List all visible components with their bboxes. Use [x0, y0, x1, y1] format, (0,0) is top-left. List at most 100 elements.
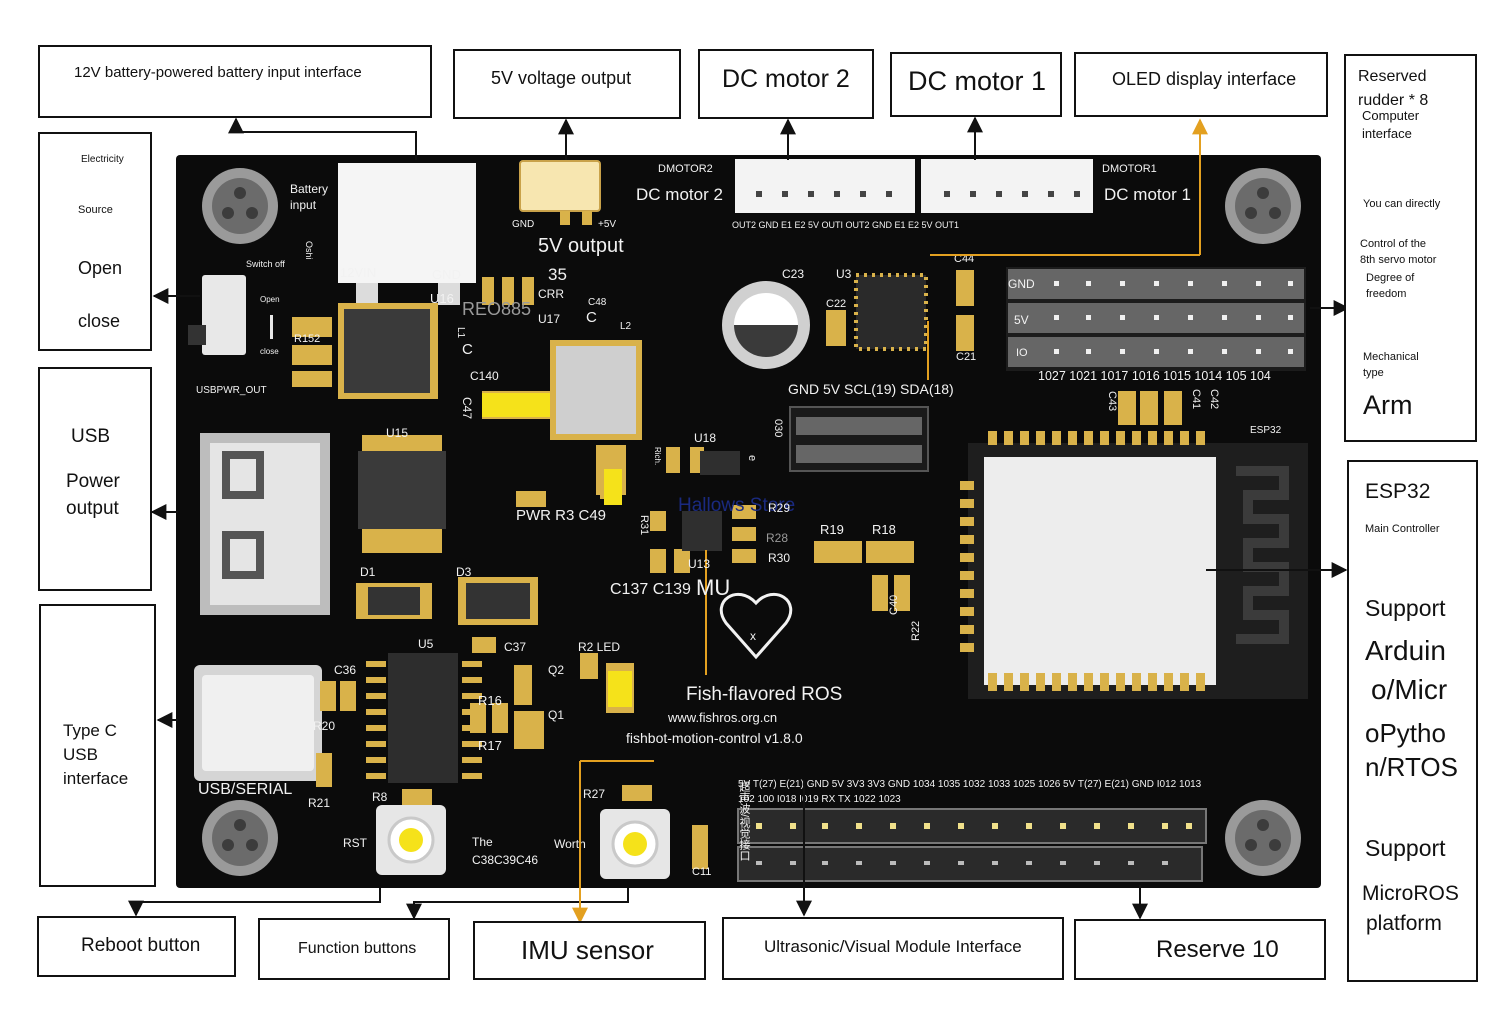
silk-35: 35: [548, 265, 567, 284]
silk-servo-io: IO: [1016, 347, 1028, 359]
silk-r29: R29: [768, 501, 791, 515]
battery-connector: [338, 163, 476, 283]
silk-dmotor1: DMOTOR1: [1102, 163, 1157, 175]
silk-url: www.fishros.org.cn: [668, 710, 778, 725]
silk-mu: MU: [696, 575, 731, 600]
callout-function-text: Function buttons: [298, 940, 417, 957]
silk-r18: R18: [872, 522, 896, 537]
callout-typec-line1: Type C: [63, 721, 117, 740]
silk-u18: U18: [694, 431, 717, 445]
board-artwork: x: [188, 159, 1308, 882]
silk-r152: R152: [294, 333, 321, 345]
callout-esp32-line1: ESP32: [1365, 480, 1431, 503]
callout-reboot: Reboot button: [37, 916, 236, 977]
silk-u17: U17: [538, 312, 561, 326]
callout-power-switch-line3: Open: [78, 258, 123, 278]
callout-dc-motor-1: DC motor 1: [890, 52, 1062, 117]
callout-servo-line9: freedom: [1366, 288, 1407, 300]
silk-watermark: Hallows Store: [678, 495, 796, 516]
callout-reserve10-text: Reserve 10: [1156, 936, 1279, 963]
silk-r21: R21: [308, 796, 331, 810]
callout-esp32-line9: MicroROS: [1362, 882, 1459, 905]
silk-servo-5v: 5V: [1014, 313, 1029, 327]
callout-oled-text: OLED display interface: [1112, 69, 1297, 89]
silk-gnd-small: GND: [512, 219, 535, 230]
esp32-module: [968, 443, 1308, 699]
callout-esp32: ESP32 Main Controller Support Arduin o/M…: [1347, 460, 1478, 982]
silk-d1: D1: [360, 565, 376, 579]
callout-esp32-line10: platform: [1366, 912, 1442, 935]
reset-button-body: [376, 805, 446, 875]
silk-dmotor2: DMOTOR2: [658, 163, 713, 175]
silk-c137-c139: C137 C139: [610, 581, 691, 598]
callout-power-switch-line2: Source: [78, 204, 113, 216]
function-button-body: [600, 809, 670, 879]
silk-battery-input: Battery input: [290, 182, 329, 212]
silk-vertical-cn: 超声波/视觉接口: [738, 781, 750, 862]
silk-c23: C23: [782, 267, 805, 281]
callout-power-switch: Electricity Source Open close: [38, 132, 152, 351]
silk-rst: RST: [343, 836, 367, 850]
arrow-reboot: [128, 888, 381, 917]
silk-c-a: C: [586, 309, 597, 326]
silk-r30: R30: [768, 551, 791, 565]
callout-usb-power: USB Power output: [38, 367, 152, 591]
callout-function: Function buttons: [258, 918, 450, 980]
arrow-battery: [228, 117, 417, 160]
callout-imu-text: IMU sensor: [521, 935, 654, 965]
silk-header-line1: 5V T(27) E(21) GND 5V 3V3 3V3 GND 1034 1…: [738, 779, 1202, 790]
callout-esp32-line5: o/Micr: [1371, 674, 1448, 705]
callout-servo-line2: rudder * 8: [1358, 92, 1429, 109]
callout-dc-motor-1-text: DC motor 1: [908, 66, 1047, 96]
silk-r19: R19: [820, 522, 844, 537]
silk-c21: C21: [956, 351, 977, 363]
silk-the: The: [472, 835, 493, 849]
callout-servo-line3: Computer: [1362, 108, 1420, 123]
silk-c36: C36: [334, 663, 357, 677]
callout-typec-line2: USB: [63, 745, 98, 764]
callout-esp32-line4: Arduin: [1365, 635, 1446, 666]
silk-usb-serial: USB/SERIAL: [198, 781, 293, 798]
dc-motor-2-connector: [735, 159, 915, 213]
callout-usb-power-line1: USB: [71, 426, 111, 447]
callout-battery-input: 12V battery-powered battery input interf…: [38, 45, 432, 118]
callout-servo-line1: Reserved: [1358, 68, 1427, 85]
callout-esp32-line6: oPytho: [1365, 718, 1446, 748]
silk-version: fishbot-motion-control v1.8.0: [626, 730, 803, 746]
arrow-function: [406, 888, 629, 920]
silk-r8: R8: [372, 790, 388, 804]
svg-text:x: x: [750, 629, 756, 643]
callout-ultrasonic-text: Ultrasonic/Visual Module Interface: [764, 937, 1022, 956]
callout-reserve10: Reserve 10: [1074, 919, 1326, 980]
silk-dc-motor-2: DC motor 2: [636, 185, 723, 204]
mounting-hole-top-right: [1225, 168, 1301, 244]
silk-usbpwr-out: USBPWR_OUT: [196, 385, 267, 396]
callout-5v-output-text: 5V voltage output: [491, 68, 632, 88]
callout-reboot-text: Reboot button: [81, 935, 201, 956]
silk-dc-motor-1: DC motor 1: [1104, 185, 1191, 204]
callout-5v-output: 5V voltage output: [453, 49, 681, 119]
silk-r20: R20: [313, 719, 336, 733]
silk-oled-pins: GND 5V SCL(19) SDA(18): [788, 381, 954, 397]
silk-c48: C48: [588, 297, 607, 308]
callout-servo-line6: Control of the: [1360, 238, 1427, 250]
silk-close: close: [260, 347, 279, 356]
callout-power-switch-line4: close: [78, 311, 121, 331]
silk-crr: CRR: [538, 287, 564, 301]
callout-servo-line8: Degree of: [1366, 272, 1415, 284]
silk-r16: R16: [478, 693, 502, 708]
silk-u16: U16: [430, 291, 454, 306]
callout-ultrasonic: Ultrasonic/Visual Module Interface: [722, 917, 1064, 980]
callout-servo-line5: You can directly: [1363, 198, 1441, 210]
callout-esp32-line8: Support: [1365, 835, 1446, 861]
silk-fish-ros: Fish-flavored ROS: [686, 684, 843, 705]
heart-logo: [719, 592, 793, 660]
silk-servo-pins: 1027 1021 1017 1016 1015 1014 105 104: [1038, 369, 1271, 383]
silk-u3: U3: [836, 267, 852, 281]
silk-c22: C22: [826, 298, 847, 310]
bottom-header-bottom-row: [737, 846, 1203, 882]
silk-open: Open: [260, 295, 280, 304]
callout-servo-line10: Mechanical: [1363, 351, 1419, 363]
mounting-hole-top-left: [202, 168, 278, 244]
silk-d3: D3: [456, 565, 472, 579]
